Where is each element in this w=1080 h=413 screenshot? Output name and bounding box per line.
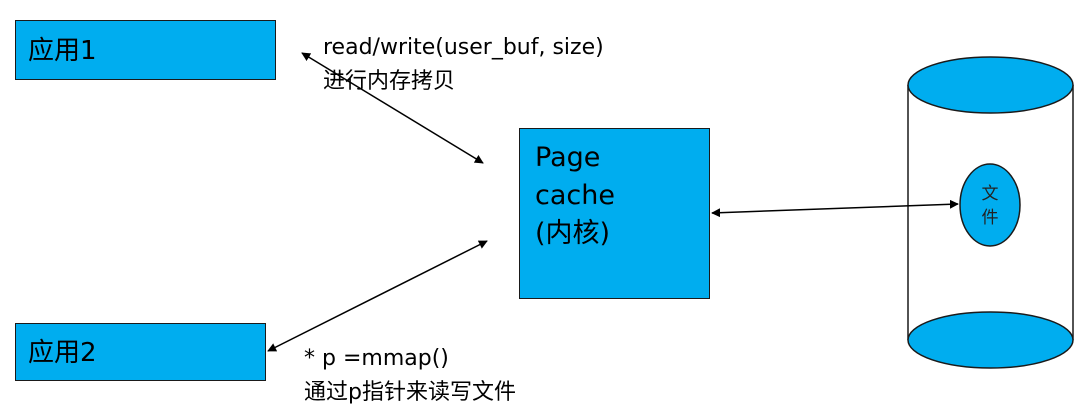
arrow-app2-pagecache [267,240,488,352]
app2-box: 应用2 [15,323,266,381]
page-cache-line3: (内核) [535,218,611,249]
file-label-line2: 件 [981,208,999,228]
app1-box: 应用1 [15,20,276,80]
app2-label: 应用2 [28,338,97,368]
disk-top [907,56,1074,114]
disk-bottom [907,311,1074,369]
app1-label: 应用1 [28,36,97,66]
mmap-call: * p =mmap() [304,346,449,371]
page-cache-line1: Page [535,142,601,173]
read-write-desc: 进行内存拷贝 [323,69,456,94]
arrow-app1-pagecache [301,52,484,164]
disk-cylinder [907,56,1074,369]
read-write-note: read/write(user_buf, size) 进行内存拷贝 [323,31,604,99]
mmap-desc: 通过p指针来读写文件 [304,380,516,405]
page-cache-box: Page cache (内核) [519,128,710,299]
page-cache-line2: cache [535,180,615,211]
mmap-note: * p =mmap() 通过p指针来读写文件 [304,342,516,410]
file-label: 文 件 [962,182,1018,230]
read-write-call: read/write(user_buf, size) [323,35,604,60]
arrow-pagecache-file [711,199,959,218]
file-ellipse [959,163,1021,247]
file-label-line1: 文 [981,184,999,204]
